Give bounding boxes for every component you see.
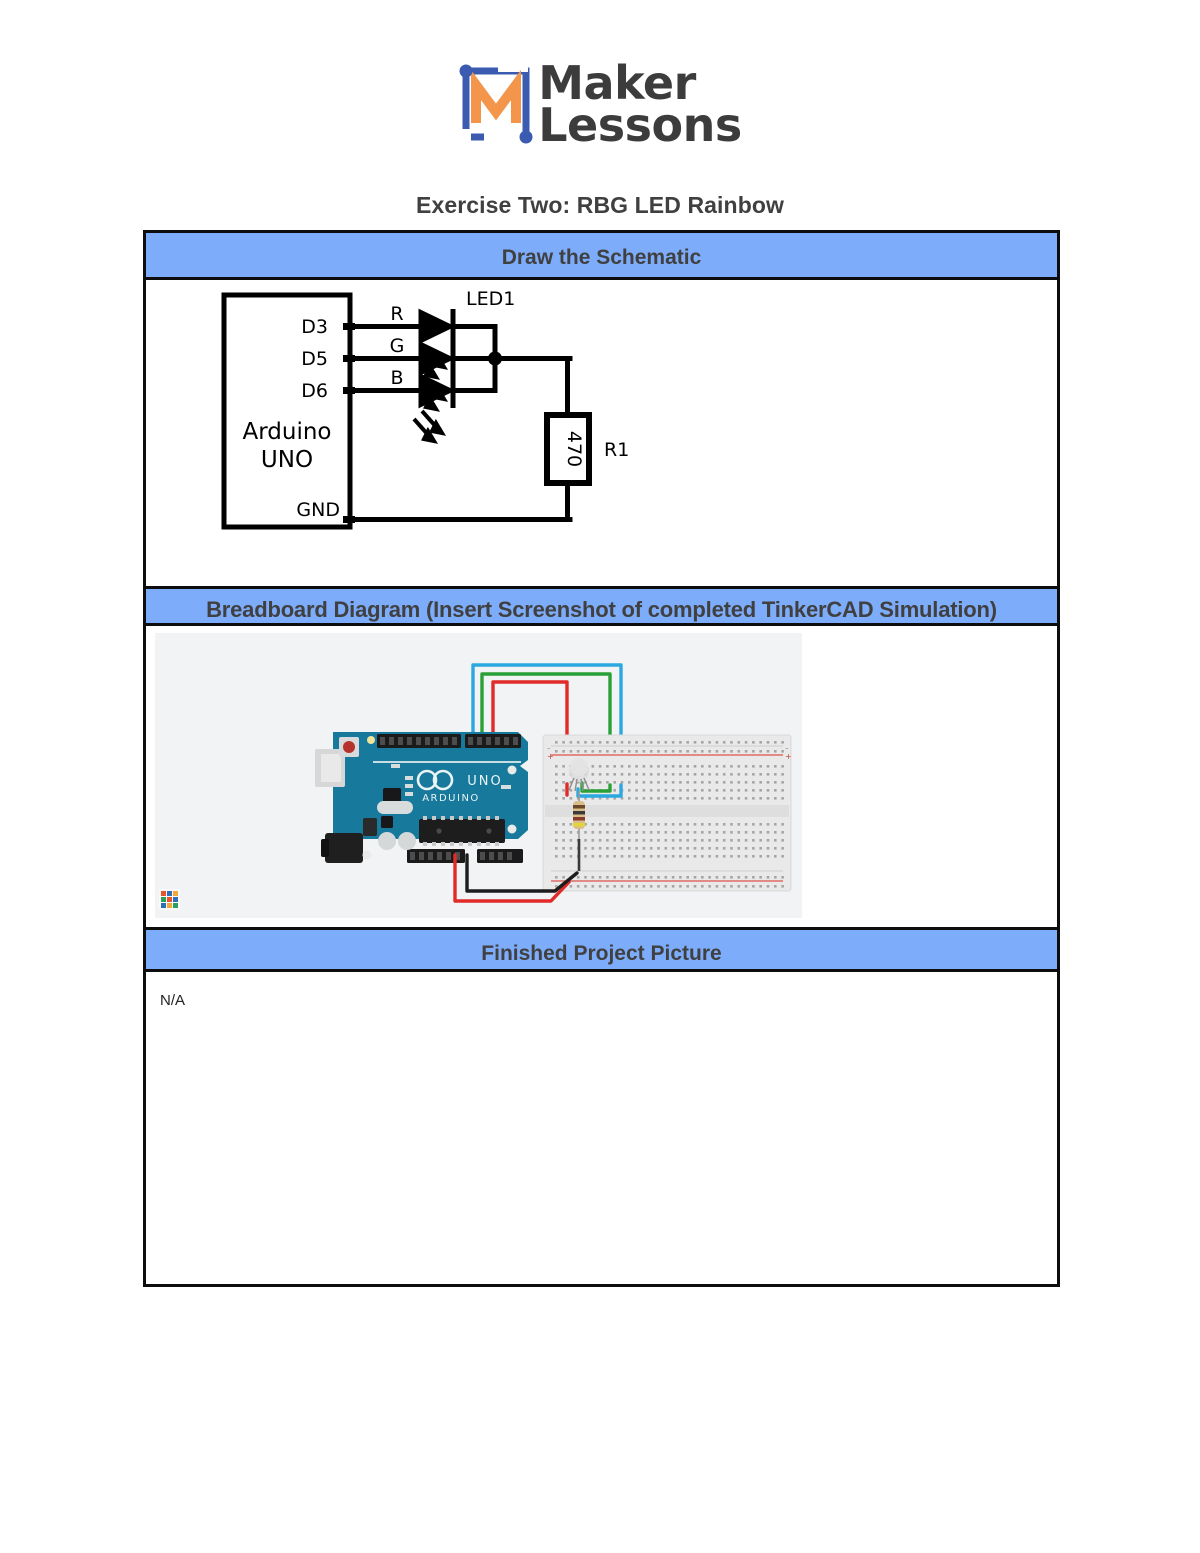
resistor-body <box>544 412 592 486</box>
worksheet-table: Draw the Schematic D3 D5 D6 GND Arduino … <box>143 230 1060 1287</box>
red-power-wire <box>453 853 571 903</box>
resistor-designator-label: R1 <box>604 439 629 461</box>
schematic-drawing: D3 D5 D6 GND Arduino UNO <box>221 288 629 530</box>
net-label-b: B <box>390 367 403 389</box>
section-header-breadboard: Breadboard Diagram (Insert Screenshot of… <box>146 586 1057 626</box>
board-label-line1: Arduino <box>242 419 331 445</box>
tinkercad-screenshot: ARDUINO UNO <box>155 633 802 918</box>
svg-text:+: + <box>547 752 554 761</box>
finished-project-text: N/A <box>160 992 186 1009</box>
red-wire-d3 <box>491 680 569 786</box>
green-wire-d5 <box>480 672 612 787</box>
net-label-r: R <box>390 303 403 325</box>
pin-label-d5: D5 <box>301 348 328 370</box>
logo-word-lessons: Lessons <box>538 98 742 153</box>
resistor-value-label: 470 <box>563 431 585 467</box>
resistor-component <box>573 791 585 839</box>
section-header-schematic: Draw the Schematic <box>146 233 1057 280</box>
blue-wire-d6 <box>471 663 623 787</box>
svg-text:–: – <box>785 744 789 752</box>
board-silkscreen-name: ARDUINO <box>422 793 480 804</box>
pin-label-d6: D6 <box>301 380 328 402</box>
brand-logo: Maker Lessons <box>0 56 1200 153</box>
tinkercad-logo-icon <box>159 889 180 910</box>
net-label-g: G <box>390 335 405 357</box>
page-title: Exercise Two: RBG LED Rainbow <box>416 192 784 218</box>
breadboard-body: – + – + <box>542 734 792 892</box>
logo-word-maker: Maker <box>538 56 696 110</box>
breadboard-cell: ARDUINO UNO <box>146 626 1057 927</box>
finished-project-cell: N/A <box>146 972 1057 1284</box>
rgb-led-component <box>568 758 590 792</box>
led-designator-label: LED1 <box>466 288 515 310</box>
maker-lessons-m-logo-icon <box>458 63 534 146</box>
schematic-cell: D3 D5 D6 GND Arduino UNO <box>146 280 1057 586</box>
black-gnd-wire <box>465 853 579 893</box>
board-label-line2: UNO <box>261 447 313 473</box>
section-header-finished-project: Finished Project Picture <box>146 927 1057 972</box>
svg-text:–: – <box>547 744 551 752</box>
pin-label-gnd: GND <box>296 499 340 521</box>
svg-text:+: + <box>785 752 792 761</box>
board-silkscreen-model: UNO <box>467 774 502 789</box>
pin-label-d3: D3 <box>301 316 328 338</box>
arduino-uno-board: ARDUINO UNO <box>315 732 528 863</box>
